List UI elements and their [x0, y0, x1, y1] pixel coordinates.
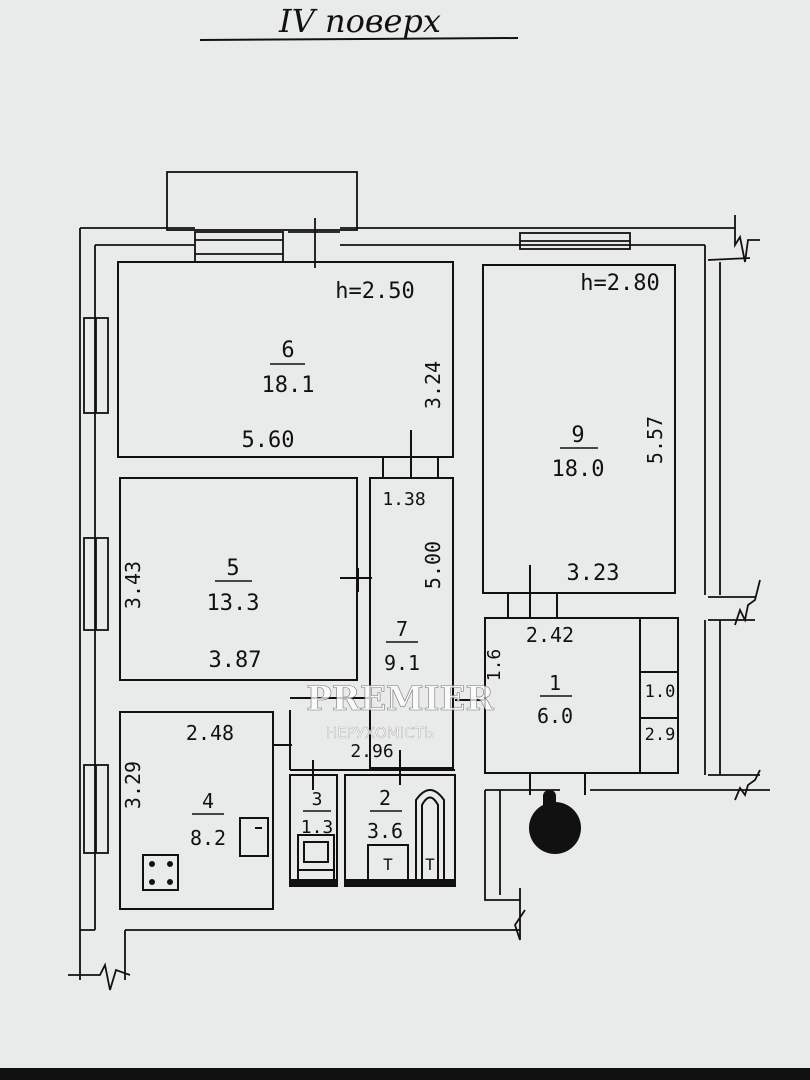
room-1-outline: [484, 617, 679, 774]
walls: [68, 171, 770, 991]
room-6-number: 6: [281, 338, 294, 363]
floor-title: IV поверх: [199, 2, 519, 41]
toilet-mark-1: T: [383, 855, 393, 874]
svg-text:НЕРУХОМІСТЬ: НЕРУХОМІСТЬ: [326, 724, 434, 742]
room-2-number: 2: [379, 786, 391, 810]
room-9-outline: [482, 264, 676, 594]
room-6-outline: [117, 261, 454, 458]
toilet-mark-2: T: [425, 855, 435, 874]
room-1-depth: 1.6: [484, 649, 505, 682]
svg-text:PREMIER: PREMIER: [306, 679, 494, 719]
room-3-number: 3: [312, 789, 323, 810]
room-4-outline: [119, 711, 274, 910]
room-9-width: 3.23: [567, 561, 620, 586]
room-1-width: 2.42: [526, 623, 574, 647]
room-7-area: 9.1: [384, 651, 420, 675]
room-7-number: 7: [396, 617, 408, 641]
room-1-extra2: 2.9: [645, 725, 676, 745]
room-5-number: 5: [226, 556, 239, 581]
room-4-depth: 3.29: [121, 761, 145, 809]
room-1-area: 6.0: [537, 704, 573, 728]
room-6-depth: 3.24: [421, 361, 445, 409]
room-5-area: 13.3: [207, 591, 260, 616]
room-9-depth: 5.57: [643, 416, 667, 464]
rooms: [117, 261, 679, 910]
room-6-width: 5.60: [242, 428, 295, 453]
watermark-logo: PREMIER НЕРУХОМІСТЬ: [306, 679, 495, 742]
room-9-area: 18.0: [552, 457, 605, 482]
room-4-number: 4: [202, 789, 214, 813]
room-7-depth: 5.00: [421, 541, 445, 589]
room-6-height: h=2.50: [335, 279, 414, 304]
svg-text:IV поверх: IV поверх: [278, 2, 441, 40]
room-9-height: h=2.80: [580, 271, 659, 296]
room-2-area: 3.6: [367, 819, 403, 843]
room-6-area: 18.1: [262, 373, 315, 398]
room-5-depth: 3.43: [121, 561, 145, 609]
room-7-extra: 2.96: [350, 741, 393, 762]
room-7-width: 1.38: [382, 489, 425, 510]
room-4-area: 8.2: [190, 826, 226, 850]
room-1-extra: 1.0: [645, 682, 676, 702]
room-9-number: 9: [571, 423, 584, 448]
room-4-width: 2.48: [186, 721, 234, 745]
room-5-width: 3.87: [209, 648, 262, 673]
room-labels: 6 18.1 h=2.50 5.60 3.24 9 18.0 h=2.80 3.…: [121, 271, 675, 874]
room-1-number: 1: [549, 671, 561, 695]
room-3-area: 1.3: [301, 817, 334, 838]
cursor-icon: [529, 790, 581, 854]
